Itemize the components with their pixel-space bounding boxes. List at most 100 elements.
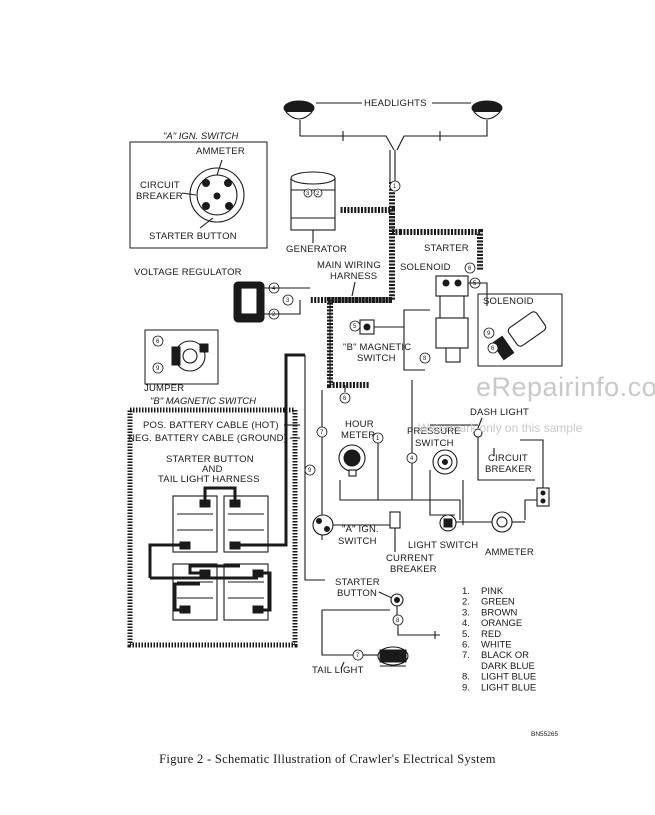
inset-ammeter-label: AMMETER <box>196 146 245 157</box>
harness-label: HARNESS <box>330 271 377 282</box>
ammeter-lower-drawing <box>491 511 513 533</box>
legend-color: LIGHT BLUE <box>481 682 536 693</box>
b-magnetic-label: "B" MAGNETIC <box>343 342 411 353</box>
meter-label: METER <box>341 430 375 441</box>
watermark: eRepairinfo.com <box>476 372 655 402</box>
svg-text:9: 9 <box>487 331 491 337</box>
legend-color: PINK <box>481 586 504 597</box>
svg-text:6: 6 <box>468 266 472 272</box>
a-ign-switch-title: "A" IGN. SWITCH <box>163 131 238 142</box>
tail-light-harness-label: TAIL LIGHT HARNESS <box>158 474 260 485</box>
svg-text:1: 1 <box>393 184 397 190</box>
voltage-regulator-label: VOLTAGE REGULATOR <box>134 267 242 278</box>
battery-box <box>127 407 298 648</box>
legend-number: 6. <box>462 640 470 651</box>
a-ign-switch-lower-drawing <box>312 514 334 536</box>
svg-text:6: 6 <box>156 339 160 345</box>
figure-caption: Figure 2 - Schematic Illustration of Cra… <box>159 752 496 766</box>
watermark-subtext: Watermark only on this sample <box>418 421 583 435</box>
legend-color: BROWN <box>481 607 518 618</box>
legend-color: GREEN <box>481 597 515 608</box>
jumper-label: JUMPER <box>144 383 184 394</box>
solenoid-inset-drawing: 9 6 <box>483 311 547 361</box>
svg-text:9: 9 <box>308 468 312 474</box>
legend-color: WHITE <box>481 640 512 651</box>
headlight-right <box>471 100 503 120</box>
b-magnetic-switch-center: 5 <box>349 319 375 335</box>
current-label: CURRENT <box>386 553 434 564</box>
legend-color: ORANGE <box>481 618 522 629</box>
svg-text:8: 8 <box>396 618 400 624</box>
legend-number: 3. <box>462 607 470 618</box>
voltage-regulator-drawing: 4 3 2 <box>233 281 294 323</box>
svg-text:8: 8 <box>423 356 427 362</box>
svg-text:7: 7 <box>320 430 324 436</box>
starter-label: STARTER <box>424 243 469 254</box>
svg-text:3: 3 <box>286 298 290 304</box>
b-magnetic-switch-inset <box>144 329 219 385</box>
main-wiring-harness <box>310 182 483 388</box>
svg-text:6: 6 <box>491 346 495 352</box>
legend-number: 7. <box>462 650 470 661</box>
light-switch-drawing <box>439 514 457 532</box>
a-ign-switch-inset <box>129 141 268 249</box>
b-magnetic-switch-drawing: 6 9 <box>152 335 209 374</box>
generator-drawing: 3 2 <box>290 171 336 231</box>
svg-text:5: 5 <box>473 281 477 287</box>
b-magnetic-switch-label: SWITCH <box>357 353 396 364</box>
starter-drawing <box>435 275 469 363</box>
dash-light-label: DASH LIGHT <box>470 407 529 418</box>
tail-light-drawing <box>377 646 409 667</box>
a-ign-switch-drawing <box>181 159 245 229</box>
legend-number: 4. <box>462 618 470 629</box>
batteries <box>172 495 269 621</box>
inset-starter-button-label: STARTER BUTTON <box>149 231 237 242</box>
breaker-label-2: BREAKER <box>485 464 532 475</box>
solenoid-label: SOLENOID <box>400 262 451 273</box>
ammeter-lower-label: AMMETER <box>485 547 534 558</box>
legend-number: 9. <box>462 682 470 693</box>
a-ign-switch-label: SWITCH <box>338 536 377 547</box>
inset-breaker-label: BREAKER <box>136 191 183 202</box>
legend-color: RED <box>481 629 501 640</box>
svg-text:2: 2 <box>316 191 320 197</box>
and-label: AND <box>202 464 223 475</box>
hour-meter-drawing <box>338 444 366 477</box>
wire-color-legend: 1.PINK2.GREEN3.BROWN4.ORANGE5.RED6.WHITE… <box>462 586 536 693</box>
legend-color: BLACK OR <box>481 650 529 661</box>
current-breaker-drawing <box>389 511 401 529</box>
starter-button-and-label: STARTER BUTTON <box>166 454 254 465</box>
starter-lower-label: STARTER <box>335 577 380 588</box>
solenoid-inset-label: SOLENOID <box>483 296 534 307</box>
drawing-code: BN55265 <box>531 731 559 738</box>
button-label: BUTTON <box>337 588 377 599</box>
a-ign-label: "A" IGN. <box>342 524 379 535</box>
legend-color: LIGHT BLUE <box>481 672 536 683</box>
circuit-breaker-drawing <box>536 487 550 507</box>
legend-number: 2. <box>462 597 470 608</box>
light-switch-label: LIGHT SWITCH <box>408 540 478 551</box>
svg-text:5: 5 <box>353 324 357 330</box>
svg-text:3: 3 <box>306 191 310 197</box>
svg-text:1: 1 <box>376 436 380 442</box>
main-wiring-label: MAIN WIRING <box>317 260 381 271</box>
legend-number: 8. <box>462 672 470 683</box>
headlight-left <box>283 100 315 120</box>
svg-text:9: 9 <box>156 366 160 372</box>
hour-label: HOUR <box>345 419 374 430</box>
starter-button-lower-drawing <box>390 593 404 607</box>
b-magnetic-switch-title: "B" MAGNETIC SWITCH <box>150 396 256 407</box>
solenoid-inset <box>477 293 563 367</box>
pos-battery-cable-label: POS. BATTERY CABLE (HOT) <box>143 420 279 431</box>
pressure-switch-drawing <box>432 449 458 475</box>
svg-text:4: 4 <box>410 456 414 462</box>
svg-text:4: 4 <box>272 286 276 292</box>
svg-text:7: 7 <box>356 653 360 659</box>
pressure-label: PRESSURE <box>407 426 461 437</box>
pressure-switch-label: SWITCH <box>415 438 454 449</box>
svg-text:6: 6 <box>343 396 347 402</box>
neg-battery-cable-label: NEG. BATTERY CABLE (GROUND) <box>128 433 287 444</box>
current-breaker-label: BREAKER <box>390 564 437 575</box>
tail-light-label: TAIL LIGHT <box>312 665 364 676</box>
